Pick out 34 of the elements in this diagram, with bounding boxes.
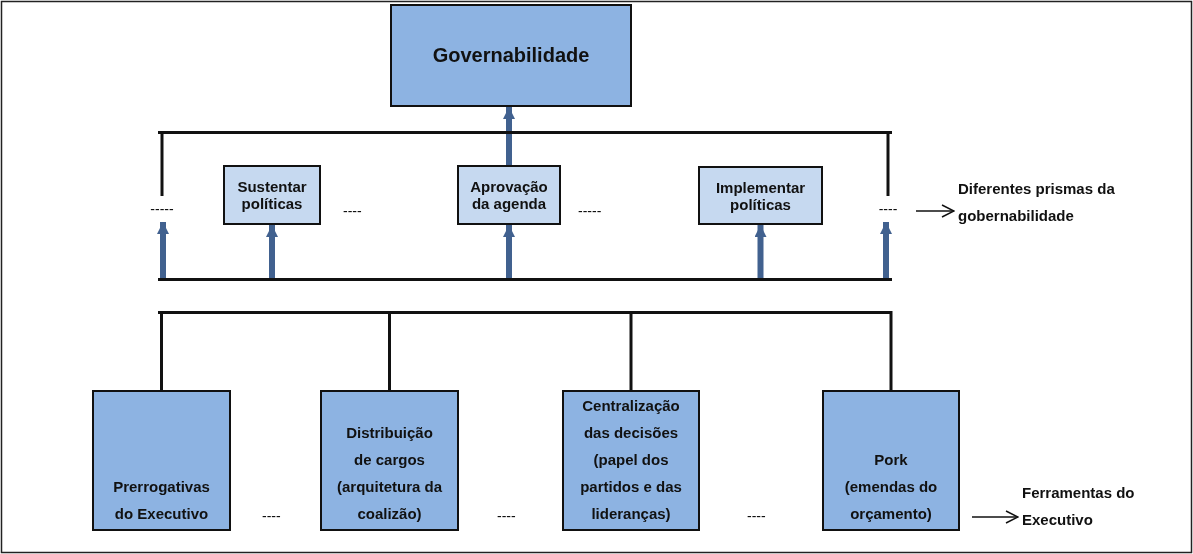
side-note: Ferramentas do Executivo: [1022, 476, 1182, 536]
dash-text: -----: [143, 196, 181, 222]
arrow: [503, 107, 515, 165]
tool-box: Prerrogativas do Executivo: [92, 390, 231, 531]
tool-box: Distribuição de cargos (arquitetura da coalizão): [320, 390, 459, 531]
connector-line: [629, 311, 633, 390]
dash-text: ----: [747, 508, 766, 524]
dash-text: ----: [872, 196, 904, 222]
baseline-bar: [158, 278, 892, 281]
connector-line: [160, 131, 164, 196]
process-box: Aprovação da agenda: [457, 165, 561, 225]
dash-text: ----: [497, 508, 516, 524]
connector-line: [388, 311, 391, 390]
arrow: [266, 225, 278, 278]
dash-text: ----: [262, 508, 281, 524]
connector-line: [889, 311, 893, 390]
bracket-line: [158, 311, 892, 314]
bracket-line: [158, 131, 892, 134]
arrow: [971, 510, 1019, 524]
arrow: [157, 222, 169, 278]
arrow: [503, 225, 515, 278]
arrow: [915, 204, 955, 218]
arrow: [754, 225, 767, 278]
arrow: [880, 222, 892, 278]
connector-line: [886, 131, 890, 196]
connector-line: [160, 311, 163, 390]
title-box: Governabilidade: [390, 4, 632, 107]
process-box: Sustentar políticas: [223, 165, 321, 225]
process-box: Implementar políticas: [698, 166, 823, 225]
side-note: Diferentes prismas da gobernabilidade: [958, 174, 1158, 230]
dash-text: ----: [343, 203, 362, 219]
tool-box: Centralização das decisões (papel dos partidos e das lideranças): [562, 390, 700, 531]
dash-text: -----: [578, 203, 602, 219]
tool-box: Pork (emendas do orçamento): [822, 390, 960, 531]
